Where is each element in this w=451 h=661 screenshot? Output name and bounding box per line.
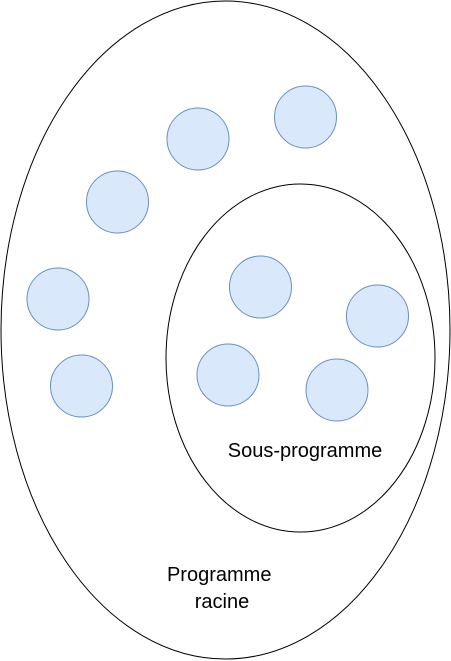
subprogram-node-1[interactable] [229,255,292,319]
subprogram-label: Sous-programme [228,440,383,462]
root-program-label-line-2: racine [195,591,249,613]
subprogram-node-2[interactable] [346,284,409,348]
root-node-1[interactable] [274,85,337,149]
root-node-3[interactable] [86,170,149,234]
subprogram-ellipse[interactable] [165,183,436,533]
root-program-label: Programme racine [167,564,277,613]
root-node-5[interactable] [50,354,113,418]
subprogram-node-4[interactable] [305,358,369,422]
subprogram-node-3[interactable] [196,343,260,407]
root-node-2[interactable] [166,107,230,171]
root-program-label-line-1: Programme [167,564,271,586]
root-node-4[interactable] [26,267,90,331]
